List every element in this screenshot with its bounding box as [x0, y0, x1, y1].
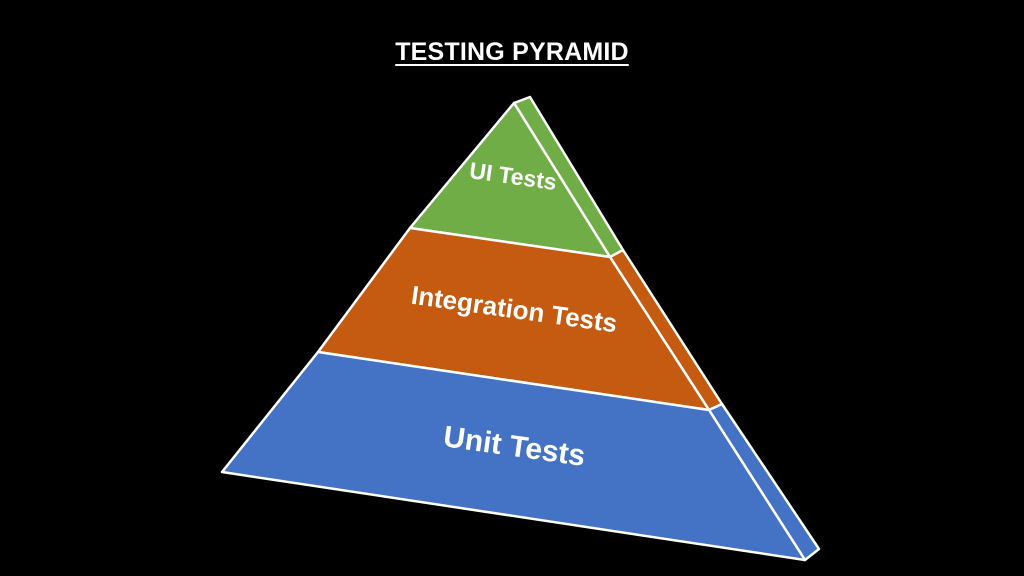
unit-tests-layer [220, 350, 807, 562]
title-text: TESTING PYRAMID [395, 38, 629, 66]
page-title: TESTING PYRAMID [0, 38, 1024, 67]
